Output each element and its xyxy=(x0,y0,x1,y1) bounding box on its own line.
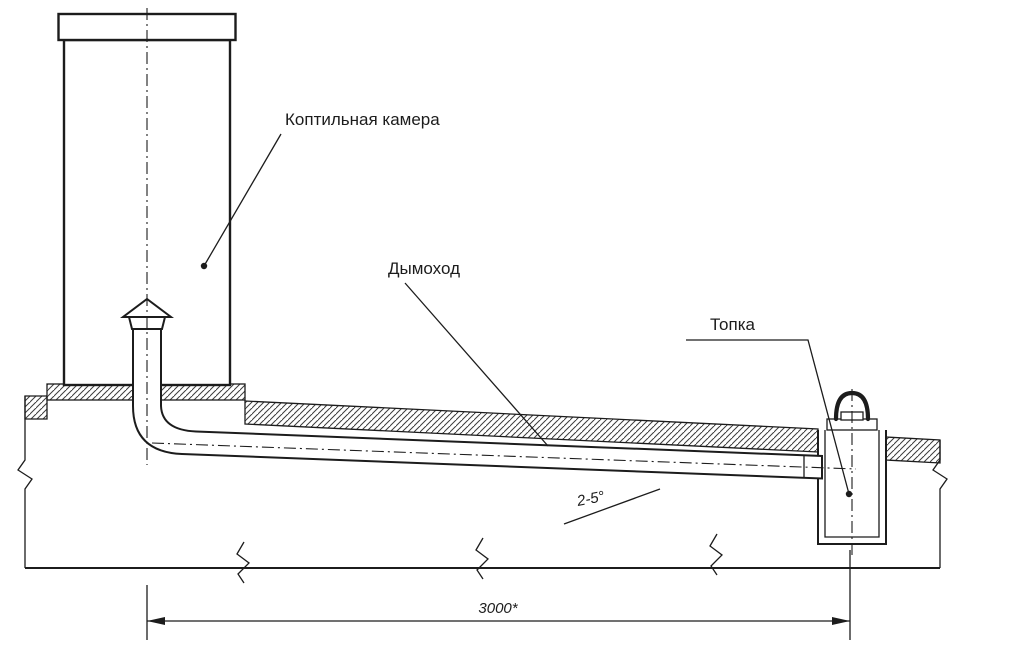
callouts: Коптильная камера Дымоход Топка 2-5° xyxy=(200,110,853,525)
chimney-leader xyxy=(404,282,549,447)
ground-section xyxy=(17,383,948,584)
firebox-leader xyxy=(686,339,850,495)
smoking-chamber-leader-dot xyxy=(200,262,208,270)
centerlines xyxy=(146,8,857,559)
slope-angle-label: 2-5° xyxy=(575,488,606,510)
soil-mark-icon xyxy=(709,533,723,576)
smoking-chamber-leader xyxy=(203,133,282,267)
chimney-pipe-body xyxy=(132,328,823,480)
slope-angle-reference-line xyxy=(563,488,661,525)
soil-mark-icon xyxy=(236,541,250,584)
ground-surface-strip-left xyxy=(24,395,48,420)
dimension-arrow-right-icon xyxy=(832,617,850,625)
smoking-chamber-label: Коптильная камера xyxy=(285,110,440,129)
ground-surface-strip-right xyxy=(885,436,941,464)
firebox-label: Топка xyxy=(710,315,756,334)
dimension-arrow-left-icon xyxy=(147,617,165,625)
pipe-axis-centerline xyxy=(151,442,857,470)
ground-right-break-edge xyxy=(932,440,948,568)
length-dimension-label: 3000* xyxy=(478,600,518,617)
firebox-leader-dot xyxy=(845,490,853,498)
ground-left-break-edge xyxy=(17,396,33,568)
soil-mark-icon xyxy=(475,537,489,580)
length-dimension: 3000* xyxy=(146,550,851,640)
chimney-label: Дымоход xyxy=(388,259,460,278)
